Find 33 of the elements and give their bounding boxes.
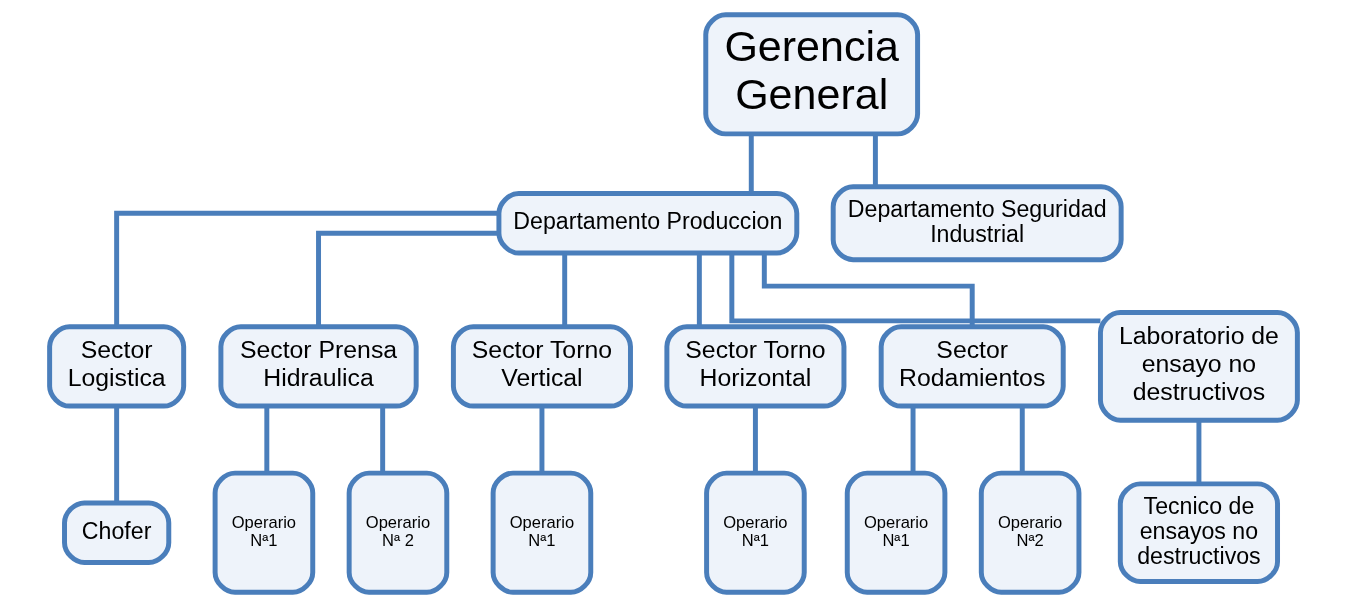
- node-box: Operario Nª2: [978, 470, 1081, 595]
- node-box: Sector Prensa Hidraulica: [217, 324, 419, 409]
- connector: [379, 406, 385, 473]
- node-box: Operario Nª 2: [346, 470, 449, 595]
- node-box: Laboratorio de ensayo no destructivos: [1097, 310, 1300, 423]
- node-box: Sector Torno Horizontal: [663, 324, 846, 409]
- node-box: Gerencia General: [702, 12, 920, 137]
- node-box: Sector Rodamientos: [878, 324, 1066, 409]
- connector: [561, 253, 567, 327]
- connector: [728, 253, 1100, 324]
- connector: [113, 406, 119, 503]
- connector: [872, 134, 878, 187]
- node-box: Operario Nª1: [490, 470, 593, 595]
- node-box: Sector Torno Vertical: [450, 324, 633, 409]
- connector: [748, 134, 754, 194]
- connector: [761, 253, 975, 327]
- connector: [910, 406, 915, 473]
- node-box: Tecnico de ensayos no destructivos: [1117, 481, 1280, 584]
- node-box: Departamento Produccion: [495, 190, 799, 256]
- node-box: Sector Logistica: [46, 324, 186, 409]
- connector: [263, 406, 269, 473]
- connector: [752, 406, 758, 473]
- connector: [1195, 420, 1201, 484]
- connector: [538, 406, 544, 473]
- connector: [315, 230, 499, 327]
- node-box: Chofer: [61, 500, 171, 565]
- node-box: Departamento Seguridad Industrial: [830, 184, 1124, 263]
- node-box: Operario Nª1: [212, 470, 315, 595]
- connector: [1019, 406, 1025, 473]
- connector: [696, 253, 702, 327]
- node-box: Operario Nª1: [844, 470, 947, 595]
- node-box: Operario Nª1: [703, 470, 807, 595]
- connector: [113, 210, 498, 327]
